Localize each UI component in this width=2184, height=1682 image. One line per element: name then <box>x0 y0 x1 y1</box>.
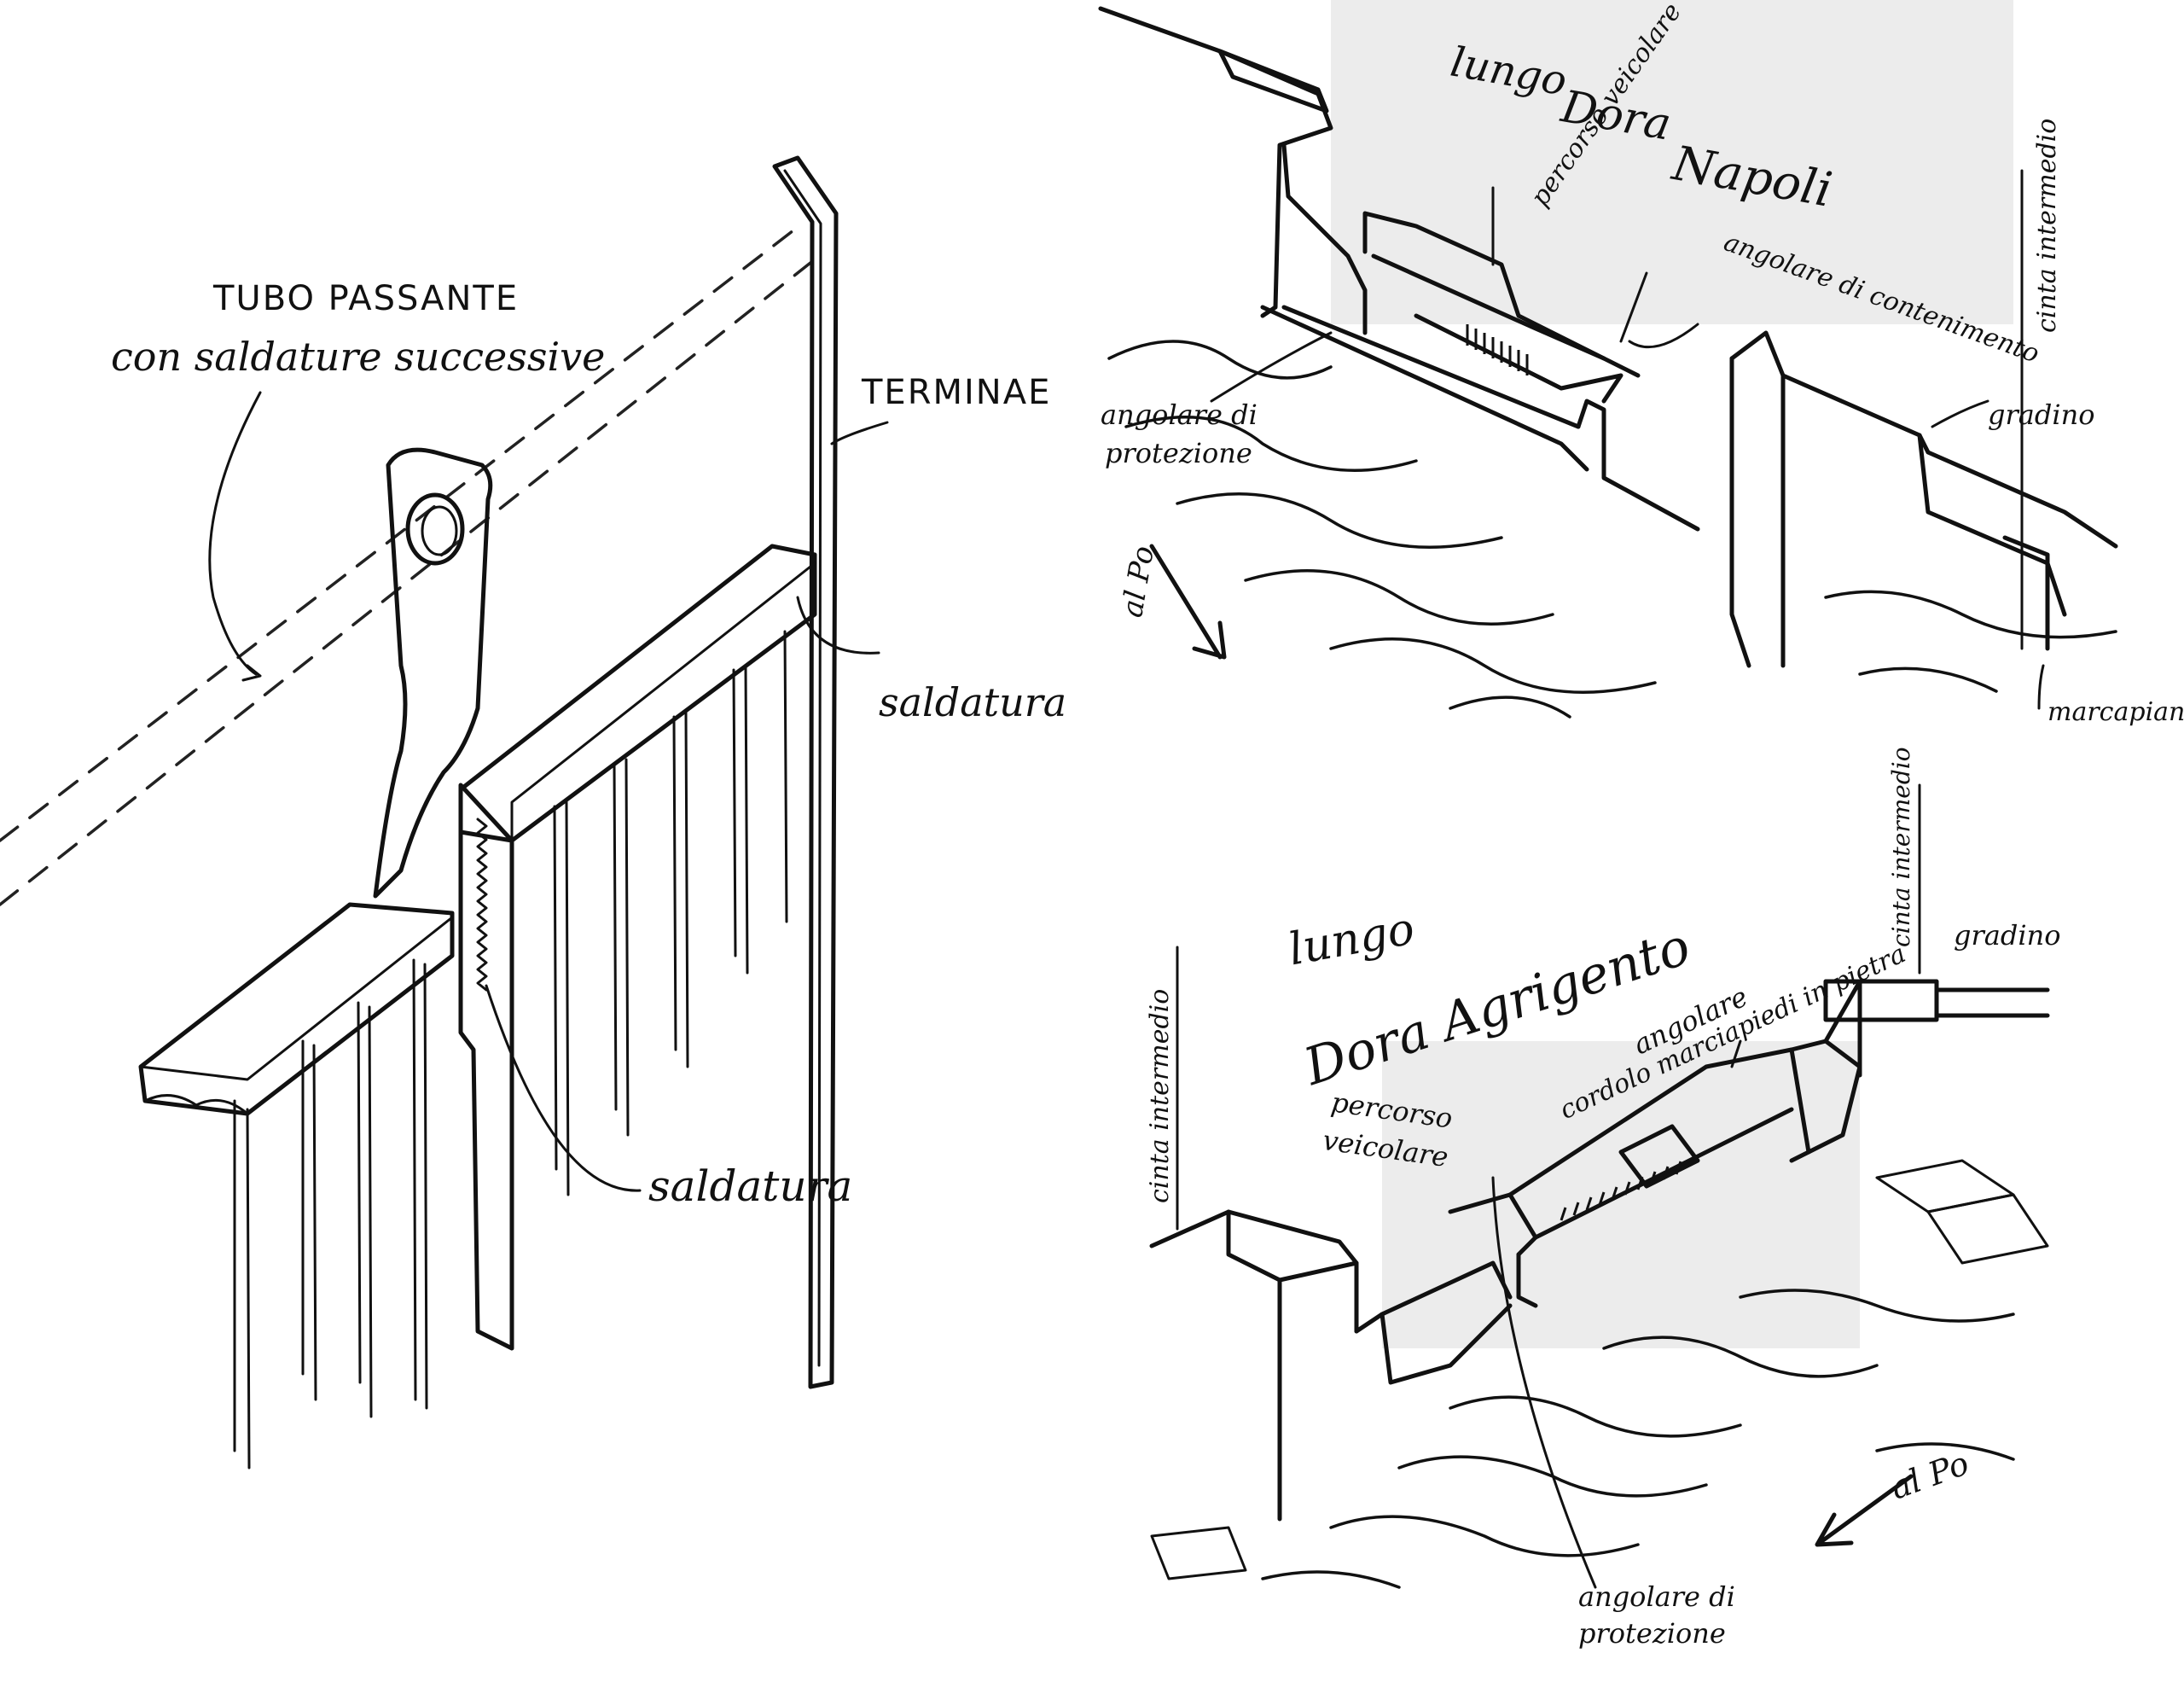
napoli-direction-arrow <box>1149 544 1227 660</box>
weld-label-upper: saldatura <box>879 679 1067 725</box>
through-tube-dashed <box>0 229 821 906</box>
agrigento-leaders <box>1176 783 1921 1589</box>
tube-label-line2: con saldature successive <box>111 334 606 380</box>
napoli-stringcourse: marcapiano <box>2048 697 2184 727</box>
agrigento-protection-angle-line1: angolare di <box>1578 1580 1735 1613</box>
napoli-protection-angle-line1: angolare di <box>1101 399 1258 431</box>
tube-bracket <box>373 447 493 899</box>
napoli-step: gradino <box>1988 399 2095 431</box>
agrigento-direction-arrow <box>1815 1474 1914 1547</box>
tube-label-line1: TUBO PASSANTE <box>213 279 520 318</box>
front-rail <box>138 902 455 1116</box>
agrigento-internal-wall-right: cinta intermedio <box>1887 747 1915 947</box>
napoli-paving-texture <box>1331 0 2013 324</box>
terminal-post <box>772 155 839 1389</box>
terminal-label: TERMINAE <box>862 373 1052 412</box>
agrigento-hatch-grate <box>1560 1161 1682 1221</box>
napoli-hatch-grate <box>1466 324 1529 375</box>
agrigento-stone-blocks <box>1150 1159 2049 1580</box>
weld-label-lower: saldatura <box>648 1161 853 1211</box>
agrigento-protection-angle-line2: protezione <box>1578 1617 1726 1650</box>
napoli-protection-angle-line2: protezione <box>1105 437 1252 469</box>
agrigento-step: gradino <box>1954 919 2061 952</box>
agrigento-embankment <box>1149 979 2050 1522</box>
napoli-leaders <box>1210 169 2045 710</box>
napoli-embankment-wall <box>1098 6 2118 668</box>
agrigento-water-lines <box>1261 1289 2015 1589</box>
napoli-water-lines <box>1107 340 2117 719</box>
agrigento-internal-wall-left: cinta intermedio <box>1145 988 1175 1203</box>
leader-lines <box>208 391 889 1192</box>
balusters <box>233 630 788 1470</box>
weld-seam <box>476 818 488 992</box>
vertical-flat-bar <box>458 783 514 1351</box>
